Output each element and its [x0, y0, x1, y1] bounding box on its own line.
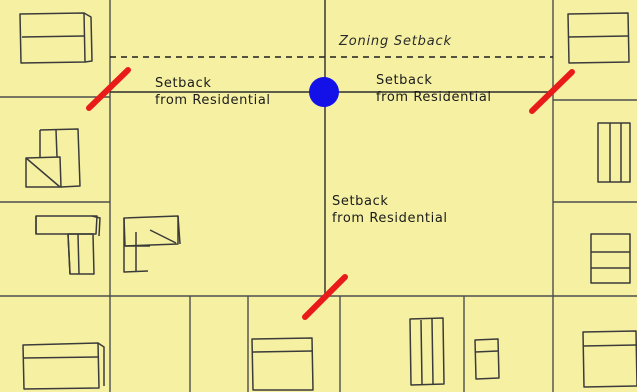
building-w1: [25, 128, 81, 188]
building-s1: [251, 337, 314, 391]
building-nw: [19, 12, 93, 64]
building-s2: [409, 317, 445, 386]
building-e2: [590, 233, 631, 284]
site-point-marker: [309, 77, 339, 107]
setback-markers: [86, 67, 575, 320]
zoning-setback-label: Zoning Setback: [338, 34, 452, 49]
setback-label-bottom-line1: Setback: [332, 194, 388, 209]
setback-label-left-line1: Setback: [155, 76, 211, 91]
setback-marker-south: [302, 274, 348, 320]
setback-label-left-line2: from Residential: [155, 93, 271, 108]
building-sw: [22, 342, 105, 390]
building-se: [582, 330, 637, 388]
building-w2: [35, 215, 101, 275]
building-ne: [567, 12, 630, 64]
setback-label-right-line1: Setback: [376, 73, 432, 88]
setback-marker-west: [86, 67, 131, 111]
building-s3: [474, 338, 500, 380]
building-e1: [597, 122, 631, 183]
building-center-left: [123, 215, 181, 273]
sketched-buildings: [19, 12, 637, 391]
setback-label-right-line2: from Residential: [376, 90, 492, 105]
setback-marker-east: [529, 69, 575, 114]
setback-label-bottom-line2: from Residential: [332, 211, 448, 226]
